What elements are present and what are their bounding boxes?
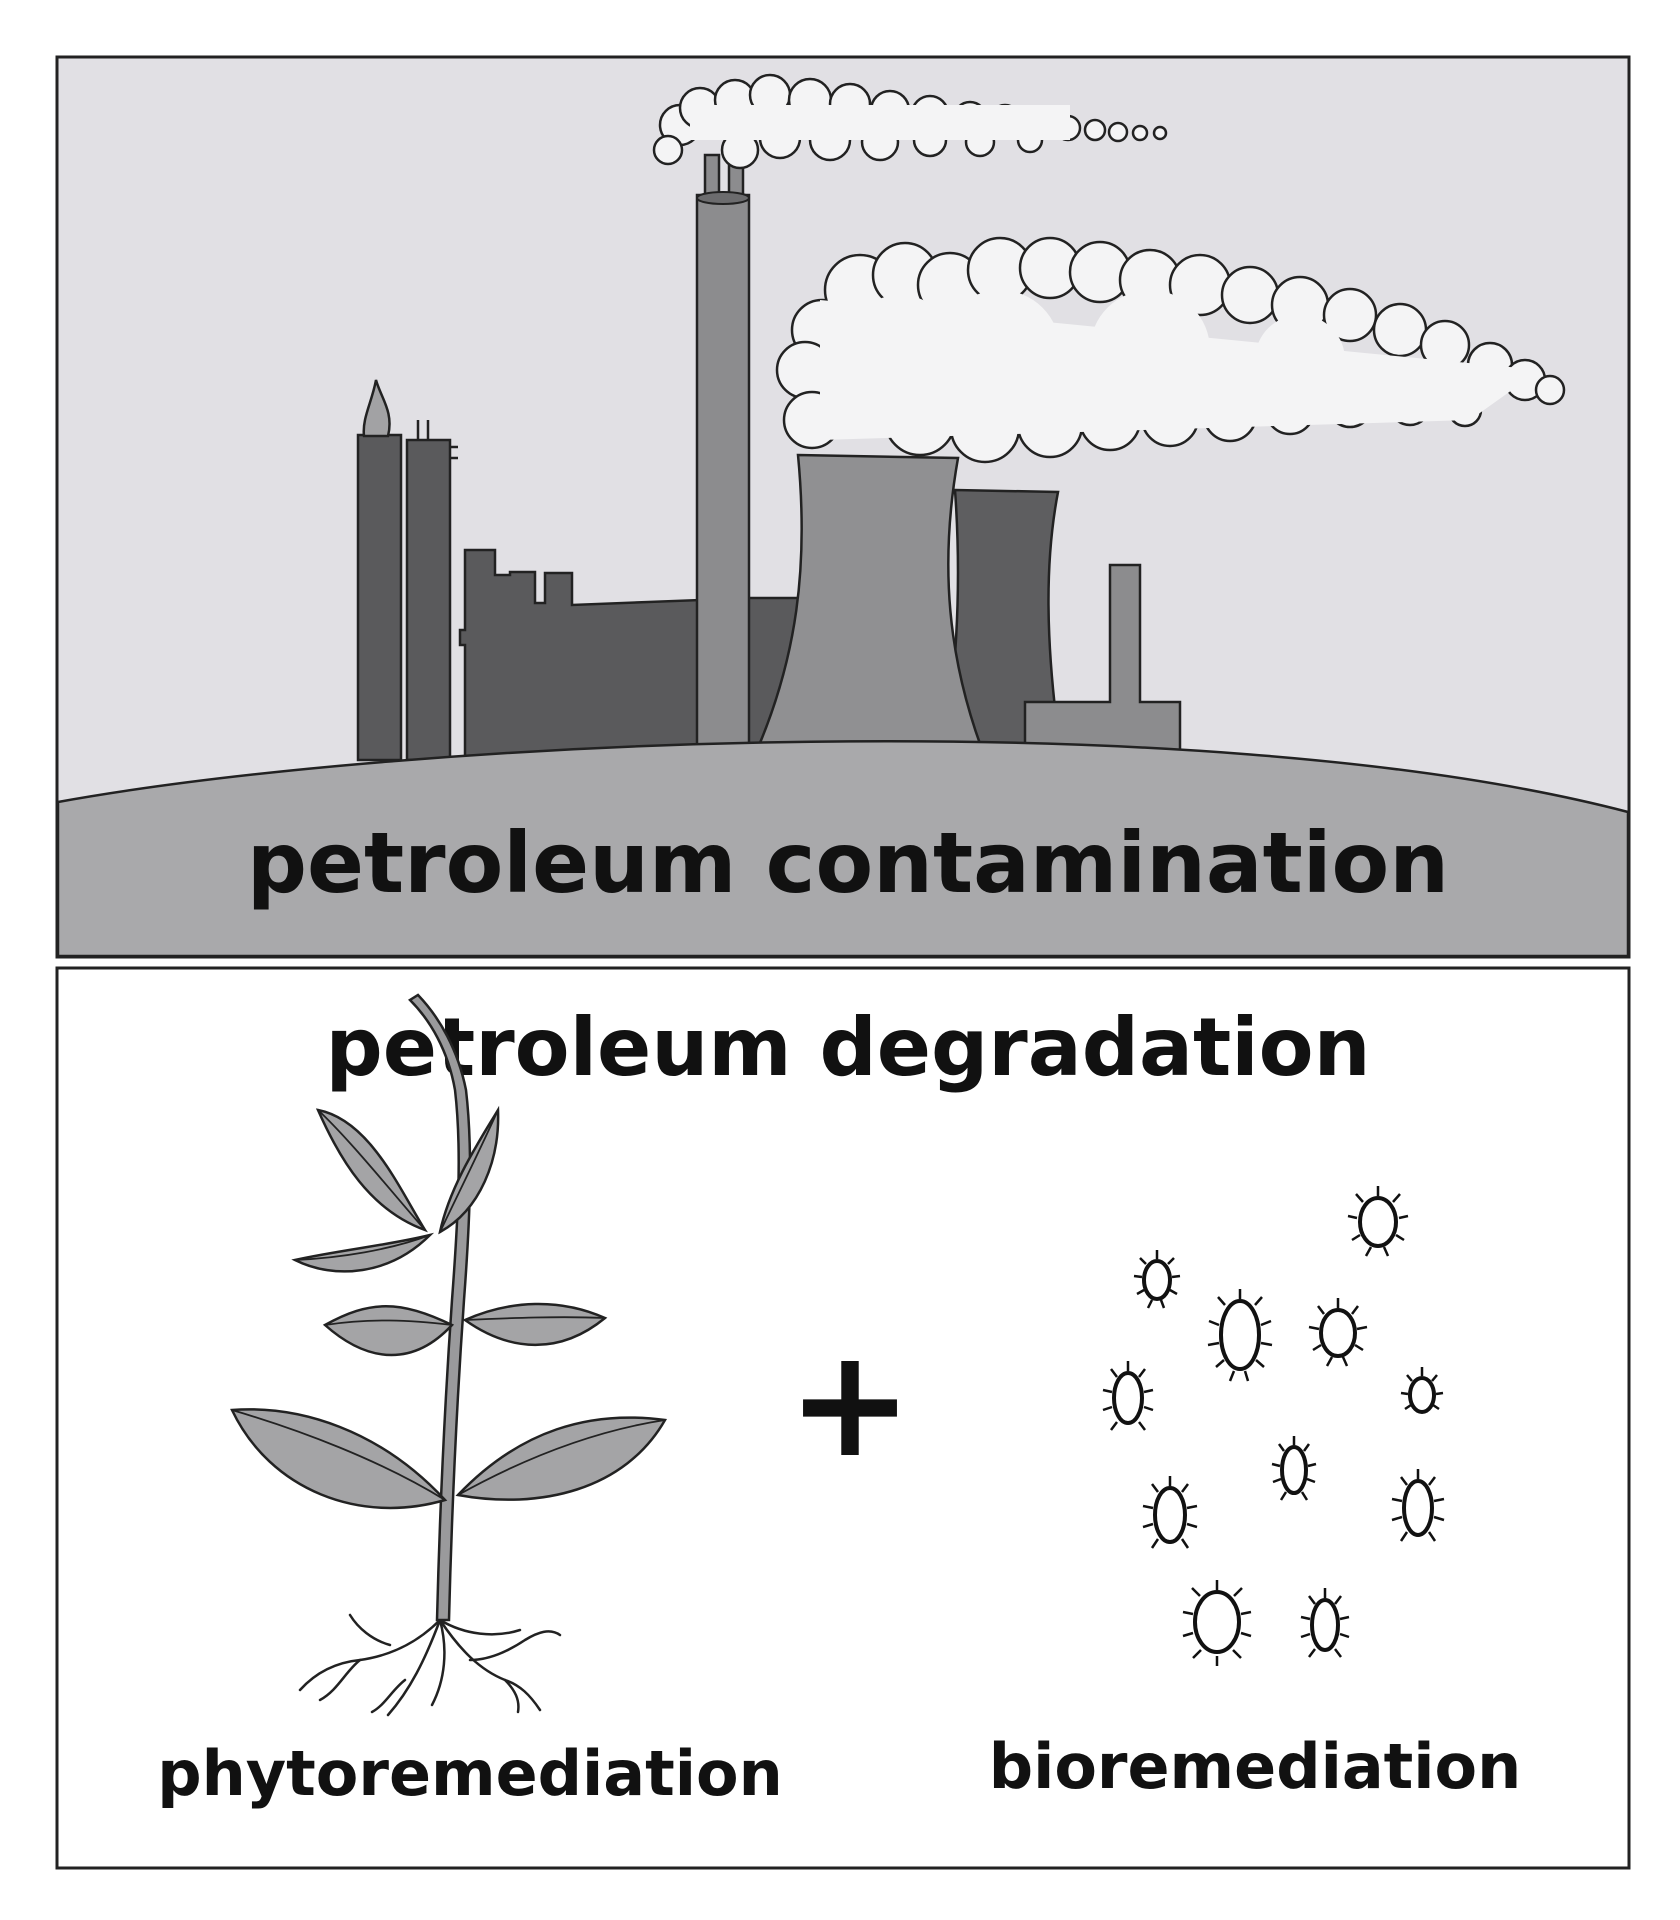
microbe — [1271, 1436, 1317, 1501]
bottom-panel-frame — [55, 966, 1631, 1870]
thin-chimneys — [356, 379, 458, 762]
microbe — [1347, 1186, 1409, 1257]
smokestack — [695, 153, 751, 772]
plant-roots — [298, 1613, 562, 1717]
microbe — [1182, 1580, 1252, 1666]
outbuilding — [1023, 563, 1182, 754]
microbe — [1308, 1298, 1368, 1367]
microbe — [1207, 1289, 1273, 1382]
flame-icon — [362, 379, 391, 438]
bottom-title: petroleum degradation — [325, 1001, 1370, 1094]
microbe — [1400, 1367, 1444, 1414]
microbe-icon — [1102, 1186, 1445, 1666]
microbe — [1391, 1469, 1445, 1542]
microbe — [1133, 1250, 1181, 1309]
microbe — [1142, 1476, 1198, 1549]
leaf-veins — [231, 1109, 666, 1501]
top-panel: petroleum contamination — [55, 55, 1631, 959]
smoke-cloud-small — [652, 73, 1168, 170]
plus-sign: + — [787, 1317, 913, 1491]
bottom-panel: petroleum degradation — [55, 966, 1631, 1870]
microbe — [1300, 1588, 1350, 1658]
bioremediation-label: bioremediation — [989, 1730, 1522, 1803]
steam-cloud-large — [775, 236, 1566, 464]
microbe — [1102, 1361, 1154, 1431]
phytoremediation-label: phytoremediation — [157, 1737, 783, 1810]
top-caption: petroleum contamination — [247, 814, 1449, 912]
ground — [56, 740, 1630, 958]
plant-icon — [230, 993, 668, 1717]
plant-stem — [408, 993, 472, 1622]
